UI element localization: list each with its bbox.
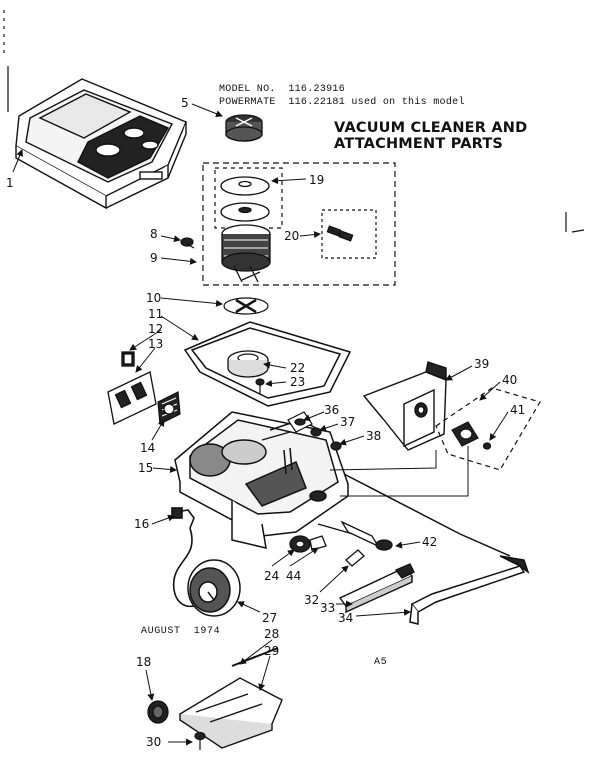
base-plate-part <box>178 647 283 749</box>
edge-marks <box>3 10 585 233</box>
callout-15: 15 <box>138 461 153 475</box>
screw-part-8 <box>180 237 195 249</box>
callout-29: 29 <box>264 644 279 658</box>
handle-bail-part <box>343 473 530 625</box>
bumper-part <box>338 563 415 614</box>
callout-37: 37 <box>340 415 355 429</box>
seal-ring-part <box>227 350 269 378</box>
callout-44: 44 <box>286 569 301 583</box>
model-number: 116.23916 <box>288 84 346 95</box>
callout-16: 16 <box>134 517 149 531</box>
model-label: MODEL NO. <box>219 84 276 95</box>
callout-42: 42 <box>422 535 437 549</box>
powermate-label: POWERMATE <box>219 97 276 108</box>
caster-parts <box>289 523 361 553</box>
callout-38: 38 <box>366 429 381 443</box>
motor-body-part <box>221 224 271 283</box>
carbon-brush-part <box>326 225 354 242</box>
grille-part <box>157 391 181 425</box>
fan-blade-part <box>223 297 269 315</box>
callout-numbers: 1 5 19 8 20 9 10 11 12 13 22 23 39 40 41… <box>6 96 525 749</box>
callout-41: 41 <box>510 403 525 417</box>
callout-1: 1 <box>6 176 14 190</box>
screw-part-23 <box>255 378 265 394</box>
callout-8: 8 <box>150 227 158 241</box>
callout-39: 39 <box>474 357 489 371</box>
callout-27: 27 <box>262 611 277 625</box>
callout-32: 32 <box>304 593 319 607</box>
gasket-frame-part <box>183 321 352 407</box>
connector-lines <box>329 446 469 497</box>
diagram-title-line1: VACUUM CLEANER AND <box>334 120 528 136</box>
screw-part-30 <box>194 731 206 750</box>
callout-11: 11 <box>148 307 163 321</box>
leader-lines <box>12 103 509 746</box>
callout-18: 18 <box>136 655 151 669</box>
callout-28: 28 <box>264 627 279 641</box>
callout-5: 5 <box>181 96 189 110</box>
model-number-line: MODEL NO. 116.23916 <box>219 84 345 95</box>
page-code: A5 <box>374 657 388 668</box>
motor-assembly-box <box>202 162 396 286</box>
callout-19: 19 <box>309 173 324 187</box>
callout-12: 12 <box>148 322 163 336</box>
callout-24: 24 <box>264 569 279 583</box>
main-housing-part <box>174 411 349 549</box>
clip-part <box>345 549 365 567</box>
cord-reel-part <box>187 559 241 617</box>
callout-14: 14 <box>140 441 155 455</box>
callout-9: 9 <box>150 251 158 265</box>
fan-discs-part <box>220 176 270 222</box>
latch-part <box>340 520 393 551</box>
date-note: AUGUST 1974 <box>141 626 221 637</box>
callout-22: 22 <box>290 361 305 375</box>
switch-plate-parts <box>107 351 157 425</box>
callout-34: 34 <box>338 611 353 625</box>
rear-wheel-part <box>147 700 169 724</box>
adaptor-parts <box>435 387 541 471</box>
callout-10: 10 <box>146 291 161 305</box>
callout-20: 20 <box>284 229 299 243</box>
powermate-line: POWERMATE 116.22181 used on this model <box>219 97 465 108</box>
filter-holder-part <box>362 361 447 451</box>
callout-30: 30 <box>146 735 161 749</box>
top-cover-part <box>15 78 187 210</box>
motor-cap-part <box>225 114 263 142</box>
callout-13: 13 <box>148 337 163 351</box>
callout-40: 40 <box>502 373 517 387</box>
callout-36: 36 <box>324 403 339 417</box>
callout-23: 23 <box>290 375 305 389</box>
powermate-text: 116.22181 used on this model <box>288 97 465 108</box>
callout-33: 33 <box>320 601 335 615</box>
diagram-title-line2: ATTACHMENT PARTS <box>334 136 504 152</box>
